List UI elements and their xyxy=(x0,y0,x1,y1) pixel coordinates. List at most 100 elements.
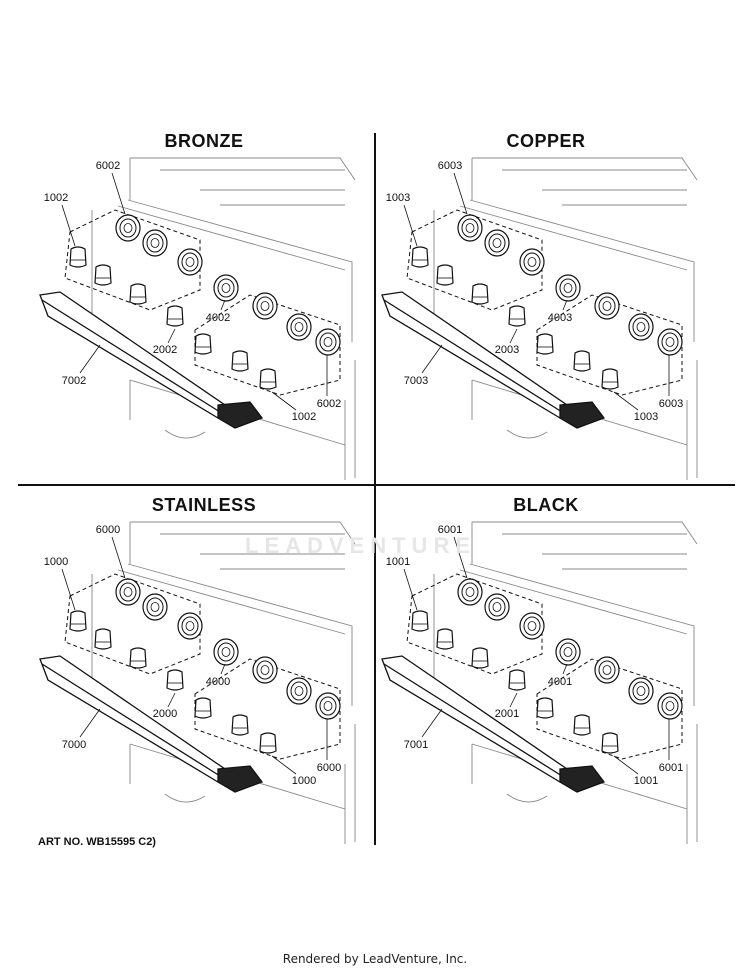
callout-center-knob: 2001 xyxy=(494,708,520,720)
callout-handle: 7002 xyxy=(61,375,87,387)
knob-bezel xyxy=(484,229,510,257)
knob xyxy=(601,368,619,390)
callout-handle: 7000 xyxy=(61,739,87,751)
callout-knob-right: 1002 xyxy=(291,411,317,423)
knob-bezel xyxy=(555,638,581,666)
knob-bezel xyxy=(457,578,483,606)
knob xyxy=(573,714,591,736)
panel-drawing-2 xyxy=(39,521,356,844)
knob xyxy=(508,669,526,691)
callout-knob-right: 1001 xyxy=(633,775,659,787)
callout-center-knob: 2002 xyxy=(152,344,178,356)
knob-bezel xyxy=(177,612,203,640)
grouping-outline xyxy=(406,573,683,760)
knob-bezel xyxy=(484,593,510,621)
callout-center-bezel: 4002 xyxy=(205,312,231,324)
knob-bezel xyxy=(519,248,545,276)
callout-center-bezel: 4003 xyxy=(547,312,573,324)
grouping-outline xyxy=(64,209,341,396)
knob xyxy=(129,647,147,669)
knob-bezel xyxy=(286,313,312,341)
knob xyxy=(166,669,184,691)
panel-drawing-3 xyxy=(381,521,698,844)
knob xyxy=(601,732,619,754)
knob-bezel xyxy=(142,229,168,257)
knob xyxy=(166,305,184,327)
knob xyxy=(231,350,249,372)
knob xyxy=(259,368,277,390)
knob-bezel xyxy=(213,274,239,302)
callout-center-bezel: 4001 xyxy=(547,676,573,688)
oven-handle xyxy=(381,655,606,793)
knob-bezel xyxy=(657,328,683,356)
callout-knob-bezel: 6003 xyxy=(437,160,463,172)
range-body xyxy=(433,521,698,844)
knob xyxy=(436,628,454,650)
panel-title-black: BLACK xyxy=(513,495,579,515)
knob-bezel xyxy=(142,593,168,621)
knob-bezel xyxy=(286,677,312,705)
callout-knob-bezel-right: 6002 xyxy=(316,398,342,410)
knob xyxy=(259,732,277,754)
knob-bezel xyxy=(115,578,141,606)
leader-lines xyxy=(61,536,328,775)
knob xyxy=(536,697,554,719)
knob xyxy=(194,697,212,719)
callout-center-bezel: 4000 xyxy=(205,676,231,688)
leader-lines xyxy=(403,536,670,775)
callout-knob: 1002 xyxy=(43,192,69,204)
knob-bezel xyxy=(594,292,620,320)
knob-bezel xyxy=(252,292,278,320)
knob xyxy=(536,333,554,355)
range-body xyxy=(91,521,356,844)
leader-lines xyxy=(403,172,670,411)
knob-bezel xyxy=(457,214,483,242)
knob xyxy=(231,714,249,736)
knob xyxy=(411,246,429,268)
watermark-text: LEADVENTURE xyxy=(245,533,477,558)
oven-handle xyxy=(39,291,264,429)
knob-bezel xyxy=(628,677,654,705)
callout-knob-right: 1003 xyxy=(633,411,659,423)
callout-knob-bezel: 6002 xyxy=(95,160,121,172)
callout-handle: 7003 xyxy=(403,375,429,387)
knob-bezel xyxy=(315,692,341,720)
knob xyxy=(94,628,112,650)
panel-drawing-0 xyxy=(39,157,356,480)
knob xyxy=(69,246,87,268)
callout-knob-bezel: 6001 xyxy=(437,524,463,536)
callout-knob-bezel: 6000 xyxy=(95,524,121,536)
callout-knob: 1001 xyxy=(385,556,411,568)
panel-title-bronze: BRONZE xyxy=(164,131,244,151)
knob xyxy=(94,264,112,286)
knob xyxy=(411,610,429,632)
knob-bezel xyxy=(519,612,545,640)
callout-knob: 1000 xyxy=(43,556,69,568)
callout-knob-bezel-right: 6001 xyxy=(658,762,684,774)
art-number: ART NO. WB15595 C2) xyxy=(38,836,156,848)
panel-drawing-1 xyxy=(381,157,698,480)
range-body xyxy=(433,157,698,480)
knob-bezel xyxy=(177,248,203,276)
oven-handle xyxy=(39,655,264,793)
callout-center-knob: 2000 xyxy=(152,708,178,720)
grouping-outline xyxy=(64,573,341,760)
knob xyxy=(471,647,489,669)
callout-center-knob: 2003 xyxy=(494,344,520,356)
knob-bezel xyxy=(555,274,581,302)
knob xyxy=(69,610,87,632)
knob xyxy=(471,283,489,305)
knob-bezel xyxy=(657,692,683,720)
callout-knob: 1003 xyxy=(385,192,411,204)
knob-bezel xyxy=(115,214,141,242)
footer-credit: Rendered by LeadVenture, Inc. xyxy=(282,952,468,966)
knob-bezel xyxy=(252,656,278,684)
callout-knob-bezel-right: 6000 xyxy=(316,762,342,774)
callout-knob-right: 1000 xyxy=(291,775,317,787)
knob-bezel xyxy=(213,638,239,666)
leader-lines xyxy=(61,172,328,411)
knob xyxy=(129,283,147,305)
knob xyxy=(573,350,591,372)
callout-handle: 7001 xyxy=(403,739,429,751)
knob xyxy=(508,305,526,327)
